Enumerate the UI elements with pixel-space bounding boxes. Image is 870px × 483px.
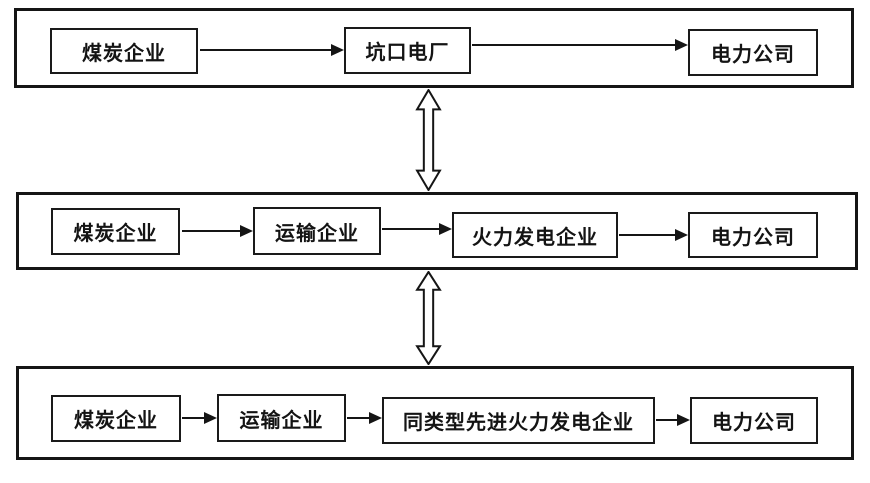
bidirectional-arrow-icon [415,89,442,191]
box-power-company-3: 电力公司 [690,397,818,444]
flow-arrow-icon [472,39,688,51]
bidirectional-arrow-icon [415,271,442,365]
box-transport-enterprise-3: 运输企业 [217,394,346,442]
flow-arrow-icon [182,412,217,424]
flow-arrow-icon [200,44,344,56]
box-minemouth-plant: 坑口电厂 [344,27,471,74]
flow-arrow-icon [347,412,382,424]
box-coal-enterprise-1: 煤炭企业 [50,28,198,74]
flow-arrow-icon [182,225,253,237]
box-advanced-thermal-power-enterprise: 同类型先进火力发电企业 [382,397,655,444]
box-coal-enterprise-3: 煤炭企业 [51,395,181,442]
flow-arrow-icon [656,414,690,426]
box-thermal-power-enterprise: 火力发电企业 [452,212,618,258]
box-power-company-2: 电力公司 [688,212,818,258]
box-power-company-1: 电力公司 [688,29,818,76]
box-coal-enterprise-2: 煤炭企业 [51,208,180,255]
flow-arrow-icon [382,223,452,235]
flow-arrow-icon [619,229,688,241]
box-transport-enterprise-2: 运输企业 [253,207,381,255]
